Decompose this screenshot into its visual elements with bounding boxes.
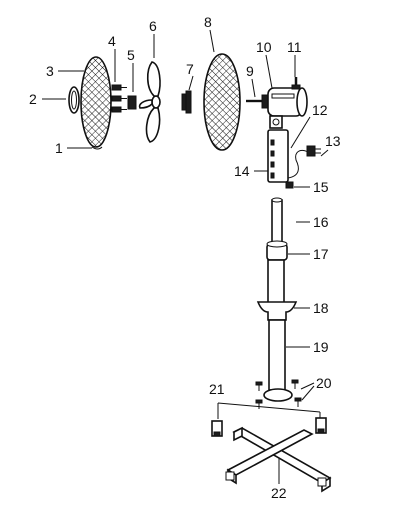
callout-1: 1: [55, 140, 63, 156]
callout-22: 22: [271, 485, 287, 501]
callout-15: 15: [313, 179, 329, 195]
base-screws: [255, 379, 302, 409]
cross-base: [225, 426, 332, 493]
callout-numbers: 1 2 3 4 5 6 7 8 9 10 11 12 13 14 15 16 1…: [29, 14, 341, 501]
base-end-caps: [211, 417, 327, 437]
callout-4: 4: [108, 33, 116, 49]
callout-19: 19: [313, 339, 329, 355]
callout-3: 3: [46, 63, 54, 79]
callout-10: 10: [256, 39, 272, 55]
outer-pole: [256, 259, 298, 402]
callout-7: 7: [186, 61, 194, 77]
callout-16: 16: [313, 214, 329, 230]
callout-8: 8: [204, 14, 212, 30]
callout-9: 9: [246, 63, 254, 79]
leader-lines: [42, 29, 329, 484]
front-badge-ring: [68, 86, 80, 114]
callout-18: 18: [313, 300, 329, 316]
fan-blade: [138, 61, 161, 143]
callout-14: 14: [234, 163, 250, 179]
inner-pole: [271, 197, 283, 245]
callout-5: 5: [127, 47, 135, 63]
callout-12: 12: [312, 102, 328, 118]
callout-2: 2: [29, 91, 37, 107]
motor-housing: [267, 77, 308, 117]
height-collar: [266, 240, 288, 261]
lock-knob: [285, 181, 294, 189]
control-housing: [267, 115, 289, 183]
callout-11: 11: [287, 39, 302, 55]
callout-17: 17: [313, 246, 329, 262]
grille-clips: [111, 84, 127, 113]
callout-21: 21: [209, 381, 225, 397]
callout-13: 13: [325, 133, 341, 149]
locking-nut: [181, 90, 192, 114]
motor-shaft: [246, 94, 269, 109]
front-grille: [80, 56, 112, 150]
rear-grille: [203, 53, 241, 151]
callout-20: 20: [316, 375, 332, 391]
power-cord: [287, 145, 321, 179]
spinner-cap: [127, 95, 137, 110]
callout-6: 6: [149, 18, 157, 34]
